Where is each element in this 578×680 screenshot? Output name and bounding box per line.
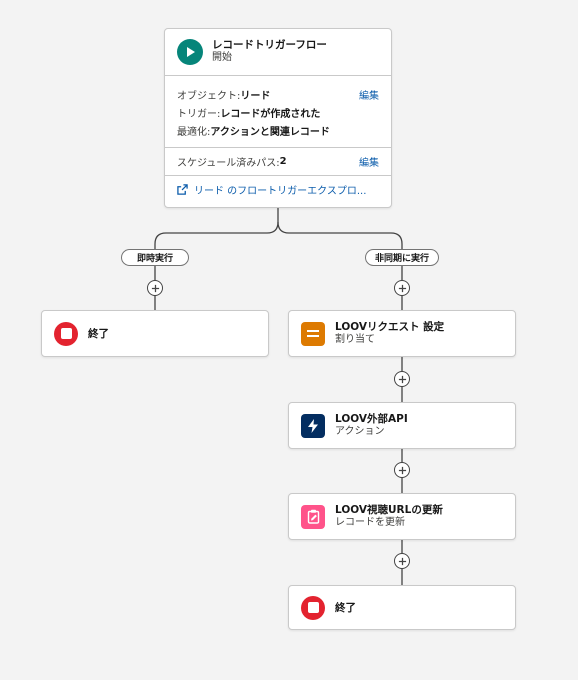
- trigger-row: トリガー: レコードが作成された: [177, 103, 379, 121]
- stop-icon: [301, 595, 325, 620]
- flow-trigger-explorer-link[interactable]: リード のフロートリガーエクスプロ...: [177, 182, 366, 197]
- plus-icon: [398, 375, 406, 383]
- edit-scheduled-link[interactable]: 編集: [359, 158, 379, 169]
- lightning-icon: [301, 413, 325, 438]
- scheduled-row: スケジュール済みパス: 2 編集: [177, 153, 379, 171]
- explorer-section: リード のフロートリガーエクスプロ...: [165, 175, 391, 203]
- end-node-title: 終了: [335, 602, 356, 614]
- add-element-button[interactable]: [394, 280, 410, 296]
- play-icon: [177, 39, 203, 65]
- node-subtitle: アクション: [335, 425, 385, 437]
- add-element-button[interactable]: [394, 462, 410, 478]
- stop-icon: [54, 321, 78, 346]
- start-node-header: レコードトリガーフロー 開始: [165, 29, 391, 75]
- object-value: リード: [240, 90, 271, 102]
- start-node-title: レコードトリガーフロー: [212, 39, 327, 52]
- add-element-button[interactable]: [394, 371, 410, 387]
- plus-icon: [151, 284, 159, 292]
- add-element-button[interactable]: [394, 553, 410, 569]
- plus-icon: [398, 557, 406, 565]
- assignment-icon: [301, 321, 325, 346]
- node-title: LOOVリクエスト 設定: [335, 320, 445, 333]
- start-node-subtitle: 開始: [212, 52, 232, 64]
- trigger-label: トリガー:: [177, 108, 221, 120]
- end-node-right[interactable]: 終了: [288, 585, 516, 630]
- optimize-row: 最適化: アクションと関連レコード: [177, 121, 379, 139]
- optimize-label: 最適化:: [177, 126, 211, 138]
- update-record-icon: [301, 504, 325, 529]
- node-title: LOOV視聴URLの更新: [335, 503, 443, 516]
- node-title: LOOV外部API: [335, 412, 408, 425]
- object-row: オブジェクト: リード 編集: [177, 85, 379, 103]
- action-node[interactable]: LOOV外部API アクション: [288, 402, 516, 449]
- plus-icon: [398, 284, 406, 292]
- node-subtitle: 割り当て: [335, 333, 375, 345]
- explorer-link-label: リード のフロートリガーエクスプロ...: [194, 186, 367, 197]
- start-node[interactable]: レコードトリガーフロー 開始 オブジェクト: リード 編集 トリガー: レコード…: [164, 28, 392, 208]
- scheduled-label: スケジュール済みパス:: [177, 158, 280, 169]
- branch-label-immediate[interactable]: 即時実行: [121, 249, 189, 266]
- add-element-button[interactable]: [147, 280, 163, 296]
- end-node-title: 終了: [88, 328, 109, 340]
- update-records-node[interactable]: LOOV視聴URLの更新 レコードを更新: [288, 493, 516, 540]
- edit-trigger-link[interactable]: 編集: [359, 90, 379, 102]
- plus-icon: [398, 466, 406, 474]
- end-node-left[interactable]: 終了: [41, 310, 269, 357]
- scheduled-paths-section: スケジュール済みパス: 2 編集: [165, 147, 391, 175]
- branch-label-async[interactable]: 非同期に実行: [365, 249, 439, 266]
- object-label: オブジェクト:: [177, 90, 241, 102]
- external-link-icon: [177, 184, 188, 195]
- assignment-node[interactable]: LOOVリクエスト 設定 割り当て: [288, 310, 516, 357]
- optimize-value: アクションと関連レコード: [210, 126, 330, 138]
- scheduled-value: 2: [279, 156, 287, 167]
- trigger-value: レコードが作成された: [220, 108, 321, 120]
- start-node-settings: オブジェクト: リード 編集 トリガー: レコードが作成された 最適化: アクシ…: [165, 75, 391, 147]
- node-subtitle: レコードを更新: [335, 516, 405, 528]
